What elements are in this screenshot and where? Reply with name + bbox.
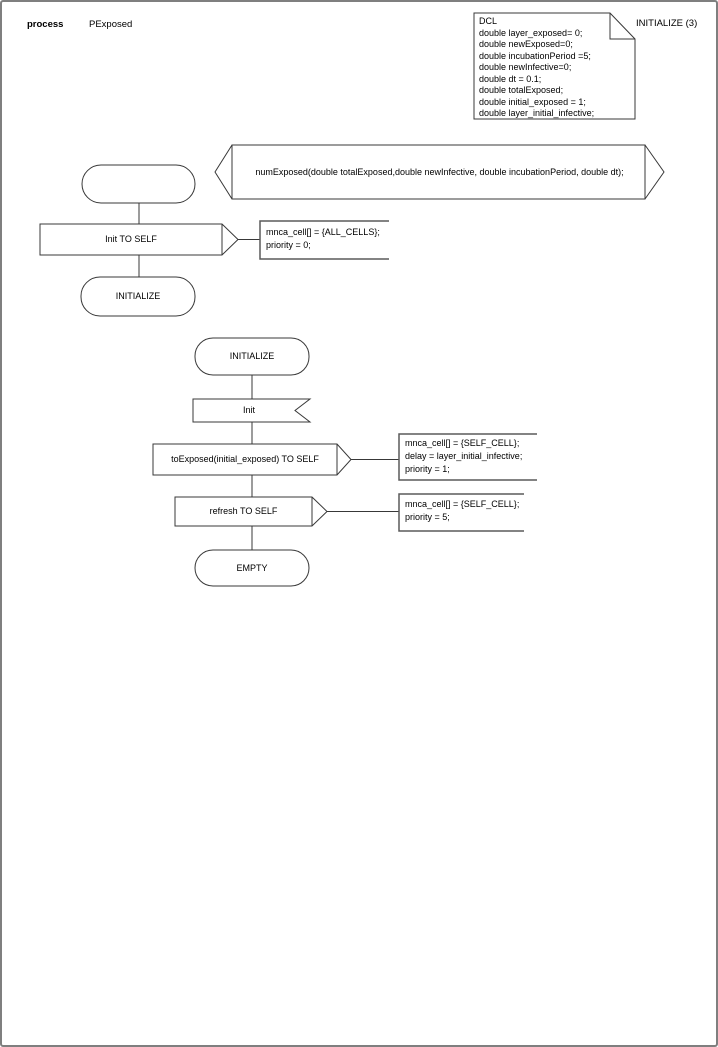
procedure-declaration-symbol[interactable]	[231, 144, 646, 200]
comment-line: mnca_cell[] = {ALL_CELLS};	[266, 227, 380, 237]
comment-bracket-self-cell-delay[interactable]	[398, 433, 537, 481]
procedure-right-cap	[644, 144, 665, 200]
nextstate-empty-label: EMPTY	[236, 562, 268, 573]
dcl-line: double newInfective=0;	[479, 62, 572, 72]
dcl-line: double layer_initial_infective;	[479, 108, 595, 118]
dcl-line: double totalExposed;	[479, 85, 564, 95]
output-to-exposed-symbol[interactable]	[152, 443, 352, 476]
input-init-symbol[interactable]	[192, 398, 312, 423]
process-name: PExposed	[89, 19, 133, 30]
state-initialize-label: INITIALIZE	[229, 351, 275, 361]
output-to-exposed-label: toExposed(initial_exposed) TO SELF	[171, 454, 319, 464]
declaration-text: DCL double layer_exposed= 0; double newE…	[479, 16, 594, 120]
comment-line: priority = 0;	[266, 240, 311, 250]
dcl-line: DCL	[479, 16, 498, 26]
comment-line: mnca_cell[] = {SELF_CELL};	[405, 438, 520, 448]
dcl-line: double initial_exposed = 1;	[479, 96, 586, 107]
dcl-line: double dt = 0.1;	[479, 73, 542, 84]
input-init-label: Init	[242, 405, 255, 415]
declaration-text-symbol[interactable]	[473, 12, 636, 120]
nextstate-empty-symbol[interactable]	[194, 549, 310, 587]
comment-line: mnca_cell[] = {SELF_CELL};	[405, 499, 520, 509]
comment-line: priority = 1;	[405, 464, 450, 474]
comment-self-cell-priority-text: mnca_cell[] = {SELF_CELL}; priority = 5;	[405, 498, 519, 524]
comment-line: delay = layer_initial_infective;	[405, 451, 523, 461]
comment-bracket-self-cell-priority[interactable]	[398, 493, 524, 532]
output-refresh-symbol[interactable]	[174, 496, 328, 527]
comment-bracket-all-cells[interactable]	[259, 220, 389, 260]
page-label: INITIALIZE (3)	[636, 18, 698, 29]
dcl-line: double incubationPeriod =5;	[479, 50, 591, 61]
output-init-to-self-label: Init TO SELF	[105, 234, 157, 244]
output-refresh-label: refresh TO SELF	[209, 506, 278, 516]
procedure-declaration-text: numExposed(double totalExposed,double ne…	[255, 166, 624, 177]
start-state-symbol[interactable]	[81, 164, 196, 204]
nextstate-initialize-symbol[interactable]	[80, 276, 196, 317]
dcl-line: double newExposed=0;	[479, 39, 573, 49]
process-keyword: process	[27, 19, 64, 30]
declaration-fold-icon	[609, 13, 635, 40]
comment-self-cell-delay-text: mnca_cell[] = {SELF_CELL}; delay = layer…	[405, 437, 522, 476]
comment-line: priority = 5;	[405, 512, 450, 522]
dcl-line: double layer_exposed= 0;	[479, 27, 583, 38]
procedure-left-cap	[214, 144, 233, 200]
comment-all-cells-text: mnca_cell[] = {ALL_CELLS}; priority = 0;	[266, 226, 380, 252]
output-init-to-self-symbol[interactable]	[39, 223, 239, 256]
nextstate-initialize-label: INITIALIZE	[115, 291, 161, 301]
